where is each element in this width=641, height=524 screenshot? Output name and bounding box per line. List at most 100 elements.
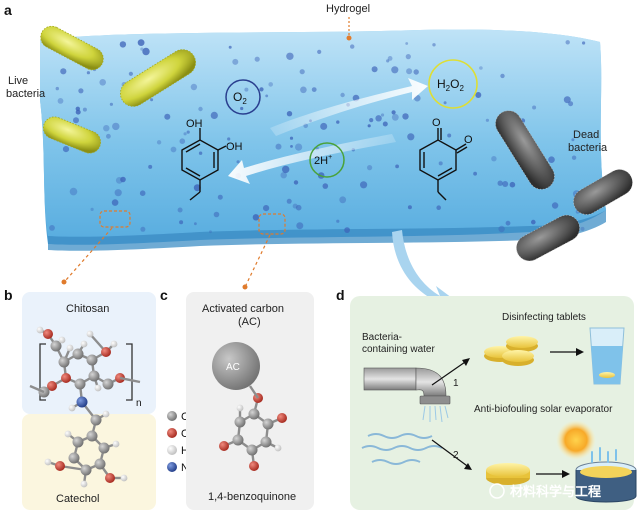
repeat-unit-n: n — [136, 398, 142, 409]
hydrogel-particle — [156, 140, 162, 145]
watermark: 材料科学与工程 — [489, 483, 601, 499]
hydrogel-particle — [320, 122, 328, 130]
atom-H — [274, 444, 282, 452]
hydrogel-particle — [193, 184, 201, 192]
hydrogen-peroxide-circle — [428, 59, 478, 109]
evaporator-arrowhead — [562, 470, 570, 478]
hydrogel-particle — [475, 92, 482, 98]
live-bacteria-label-line2: bacteria — [6, 88, 46, 100]
water-label-line1: Bacteria- — [362, 332, 402, 343]
hydrogel-particle — [252, 214, 260, 221]
hydrogel-particle — [360, 181, 368, 189]
panel-d-bg — [350, 296, 634, 510]
hydrogel-particle — [382, 121, 388, 127]
ac-sphere — [212, 342, 260, 390]
hydrogel-particle — [179, 220, 184, 225]
atom-H — [120, 474, 128, 482]
ac-sphere-label: AC — [226, 362, 240, 373]
hydrogel-particle — [340, 92, 345, 98]
dead-bacteria-group — [495, 110, 633, 262]
quinone-o-2: O — [464, 134, 473, 146]
hydrogel-particle — [69, 187, 78, 196]
hydrogel-particle — [142, 47, 150, 56]
chitosan-zoom-box — [99, 210, 131, 228]
hydrogel-particle — [571, 138, 575, 142]
hydrogel-particle — [438, 161, 443, 166]
solar-evaporator — [575, 447, 637, 503]
hydrogel-particle — [82, 107, 87, 112]
atom-H — [102, 410, 110, 418]
atom-C — [72, 348, 84, 360]
atom-C — [72, 436, 84, 448]
tablets-arrowhead — [576, 348, 584, 356]
hydrogel-particle — [405, 42, 409, 45]
legend-swatch-O — [167, 428, 177, 438]
atom-H — [80, 340, 88, 348]
hydrogel-particle — [402, 113, 409, 120]
hydrogel-particle — [275, 143, 282, 150]
hydrogel-particle — [170, 146, 177, 153]
route-1-arrow — [431, 359, 469, 386]
legend-swatch-C — [167, 411, 177, 421]
hydrogel-particle — [292, 203, 298, 209]
hydrogel-particle — [407, 205, 412, 210]
hydrogel-particle — [286, 52, 294, 60]
hydrogel-particle — [111, 199, 119, 206]
hydrogel-particle — [90, 207, 94, 211]
right-bracket — [126, 343, 133, 401]
forward-reaction-arrow — [270, 78, 428, 136]
hydrogel-particle — [407, 133, 415, 141]
quinone-o-1: O — [432, 117, 441, 129]
hydrogel-particle — [293, 180, 299, 185]
live-bacteria-label-line1: Live — [8, 75, 28, 87]
chain-bond-right — [119, 376, 141, 384]
hydrogel-particle — [322, 183, 329, 189]
panel-c-letter: c — [160, 287, 168, 303]
atom-C — [58, 356, 70, 368]
ac-zoom-dot — [242, 284, 248, 290]
hydrogel-particle — [350, 44, 355, 49]
benzoquinone-molecule — [219, 385, 287, 471]
hydrogel-particle — [57, 98, 64, 104]
hydrogel-particle — [282, 165, 290, 174]
hydrogel-particle — [217, 194, 223, 200]
hydrogel-slab — [40, 29, 606, 251]
hydrogel-particle — [563, 96, 571, 104]
catechol-oh-2: OH — [226, 141, 243, 153]
atom-H — [58, 336, 66, 344]
ac-zoom-box — [258, 213, 286, 235]
hydrogel-particle — [177, 207, 183, 213]
left-bracket — [39, 343, 46, 401]
water-label-line2: containing water — [362, 344, 435, 355]
atom-C — [74, 378, 86, 390]
hydrogel-particle — [183, 132, 187, 136]
atom-H — [86, 330, 94, 338]
hydrogel-particle — [485, 118, 489, 122]
hydrogel-particle — [254, 56, 260, 62]
hydrogel-particle — [210, 111, 218, 119]
hydrogel-particle — [380, 113, 385, 117]
water-glass — [589, 327, 625, 385]
atom-O — [61, 373, 71, 383]
disinfecting-tablets — [484, 336, 538, 366]
hydrogel-particles — [47, 39, 586, 234]
hydrogel-particle — [367, 124, 371, 128]
hydrogel-particle — [571, 155, 577, 160]
hydrogel-label: Hydrogel — [326, 3, 370, 15]
hydrogel-particle — [232, 58, 239, 65]
atom-C — [86, 354, 98, 366]
hydrogel-particle — [580, 226, 585, 231]
ac-panel-bg — [186, 292, 314, 510]
legend-label-H: H — [181, 445, 189, 457]
catechol-label: Catechol — [56, 493, 99, 505]
hydrogel-particle — [190, 83, 198, 91]
hydrogel-particle — [491, 156, 497, 162]
legend-label-O: O — [181, 428, 190, 440]
dead-bacterium-1 — [495, 110, 555, 190]
hydrogel-particle — [502, 181, 509, 187]
route-2-label: 2 — [453, 450, 459, 461]
legend-swatch-N — [167, 462, 177, 472]
